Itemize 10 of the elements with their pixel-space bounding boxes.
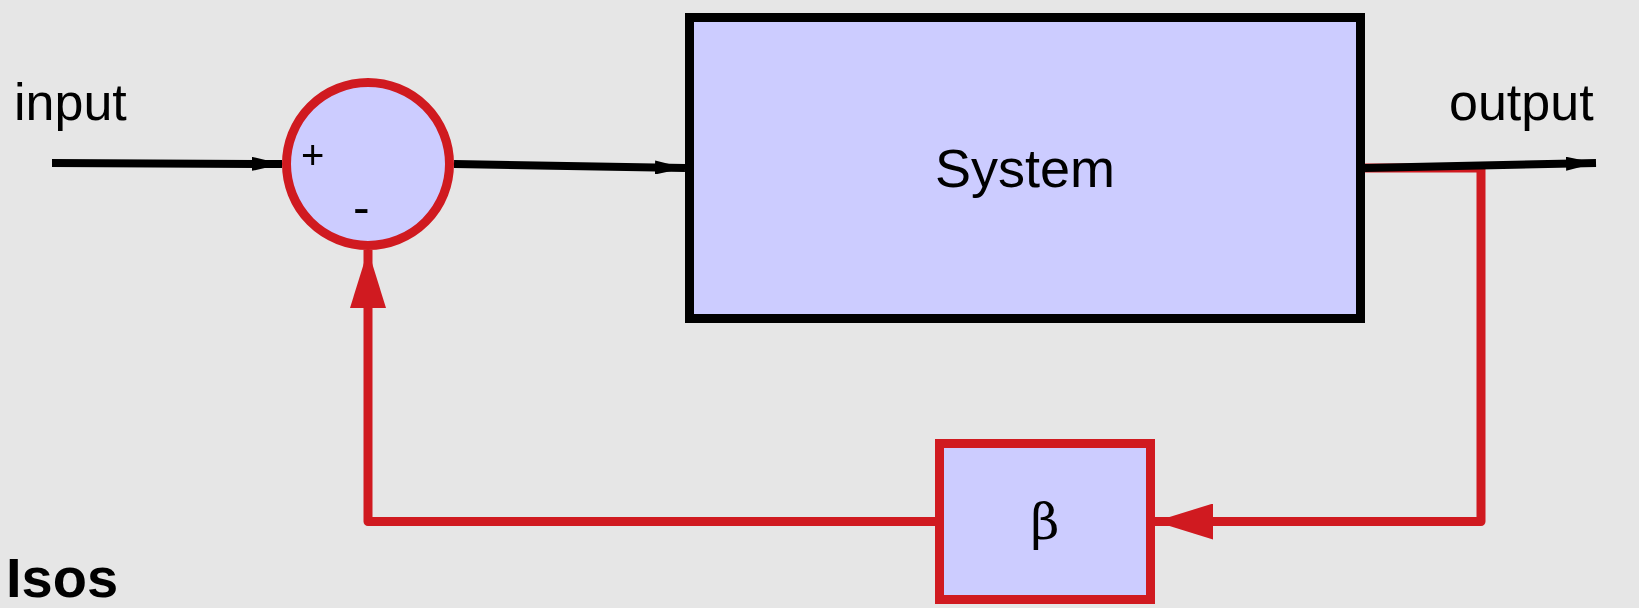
heading-text: Isos [6,550,119,606]
minus-sign: - [353,182,370,232]
plus-sign: + [301,135,325,175]
system-box [685,13,1365,323]
feedback-arrow [350,250,935,526]
feedback-gain-box [935,439,1155,604]
signal-arrow [1364,156,1597,172]
signal-arrow [453,160,686,175]
block-label: System [934,137,1115,199]
gain-symbol: β [1030,492,1060,551]
